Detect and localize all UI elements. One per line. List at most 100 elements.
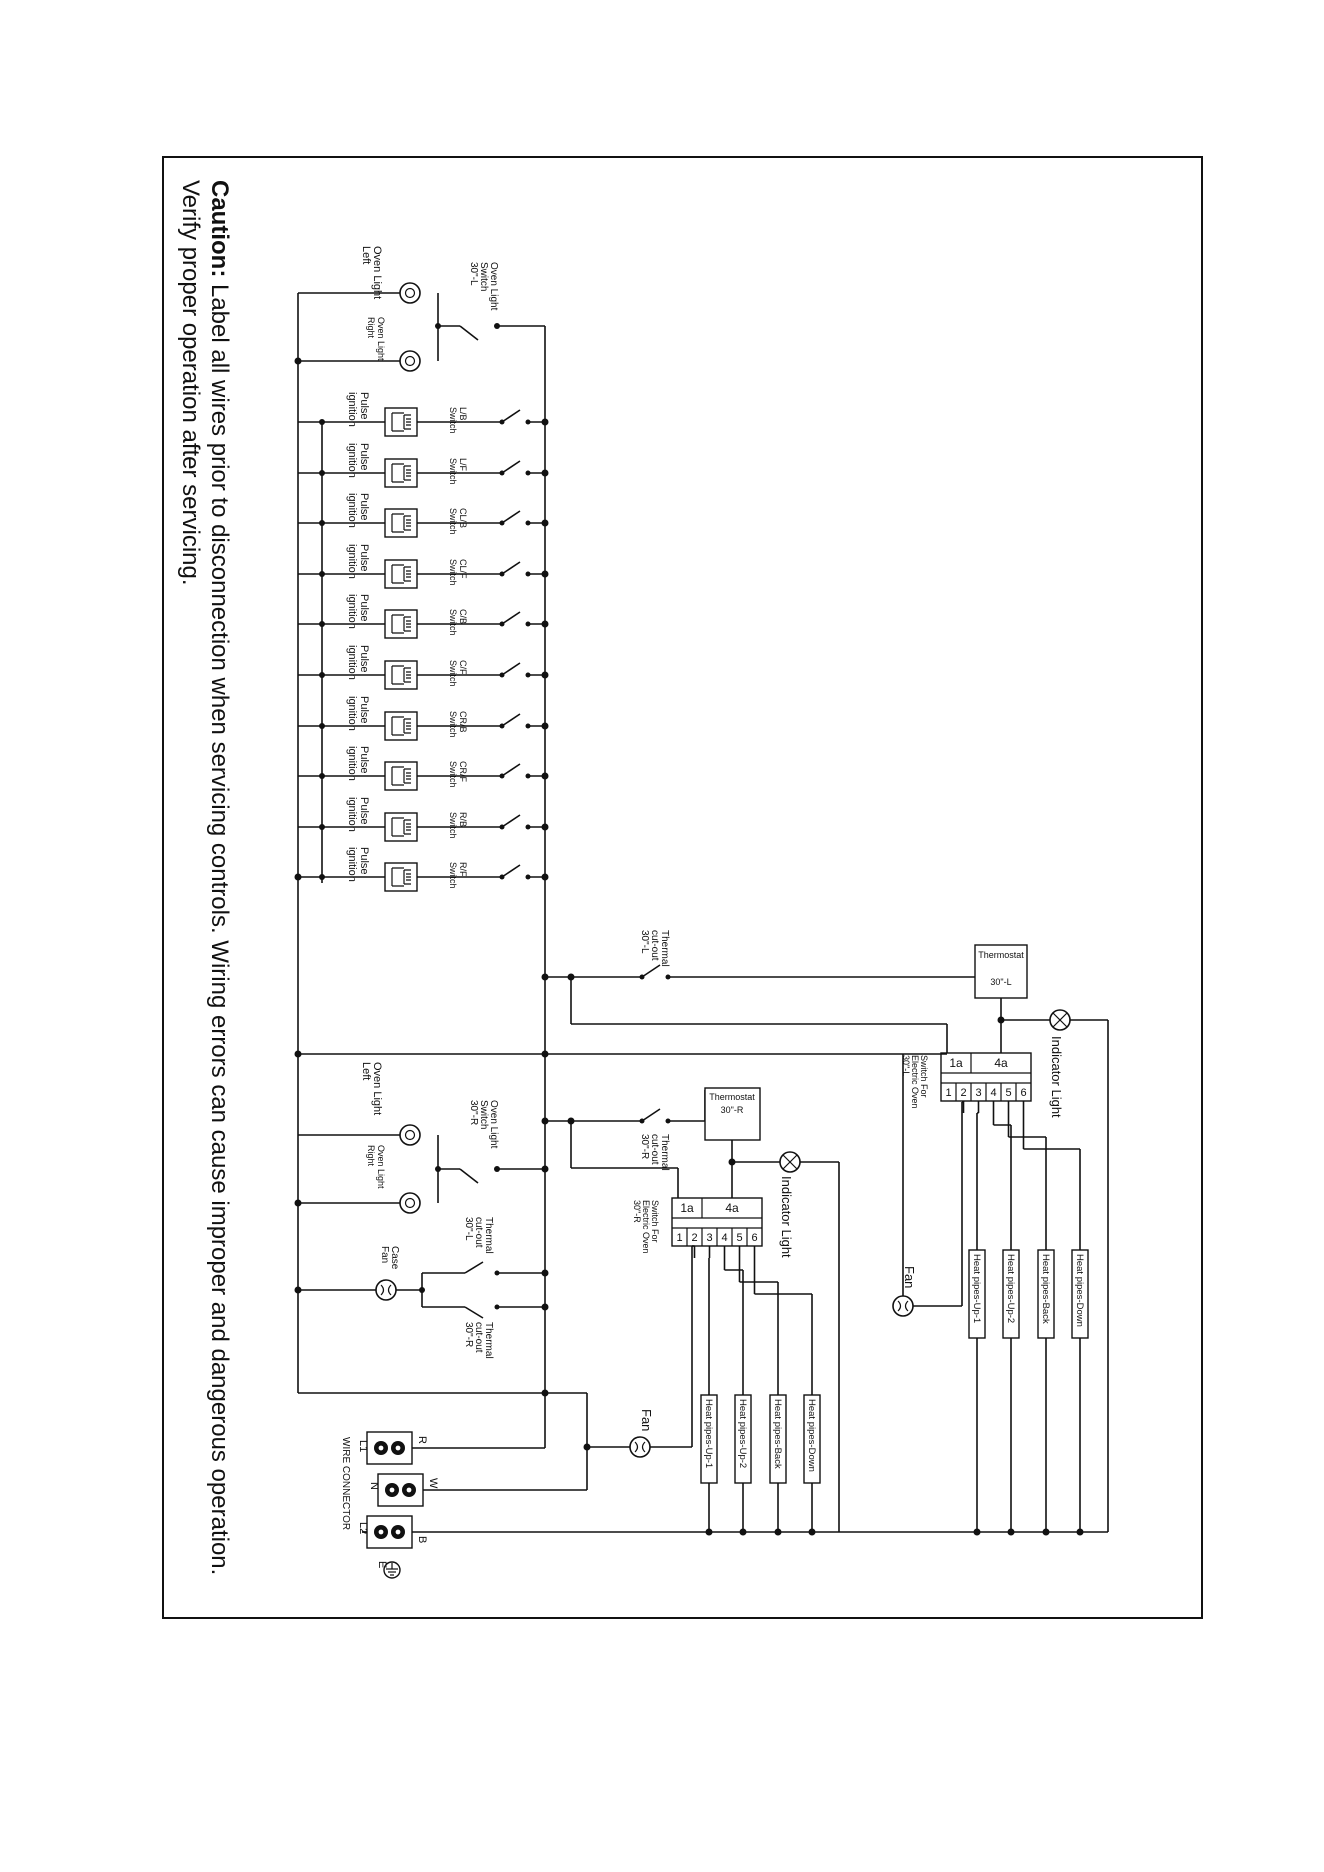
fan-icon (629, 1436, 651, 1458)
diagram-frame (162, 156, 1203, 1619)
pulse-ignition-module (384, 508, 418, 538)
svg-text:3: 3 (975, 1087, 981, 1099)
oven-light-30r: Oven LightLeft Oven LightRight Oven Ligh… (294, 1062, 549, 1214)
burner-row: Pulseignition CL/FSwitch (298, 544, 549, 589)
svg-text:6: 6 (1020, 1087, 1026, 1099)
pulse-ignition-module (384, 559, 418, 589)
svg-text:R: R (416, 1436, 428, 1444)
pulse-ignition-module (384, 407, 418, 437)
pulse-ignition-module (384, 609, 418, 639)
heat-pipe-label: Heat pipes-Down (806, 1399, 817, 1472)
lamp-icon (399, 350, 421, 372)
thermal-cutout-r-label: Thermalcut-out30"-R (463, 1322, 494, 1359)
svg-text:4a: 4a (994, 1056, 1008, 1070)
svg-text:2: 2 (691, 1232, 697, 1244)
pulse-ignition-label: Pulseignition (346, 797, 370, 832)
thermal-cutout-30r-label: Thermalcut-out30"-R (639, 1134, 670, 1171)
svg-text:5: 5 (1005, 1087, 1011, 1099)
svg-text:1a: 1a (949, 1056, 963, 1070)
lamp-icon (399, 1124, 421, 1146)
svg-text:5: 5 (736, 1232, 742, 1244)
pulse-ignition-label: Pulseignition (346, 392, 370, 427)
thermal-cutout-30l: Thermalcut-out30"-L Thermostat 30"-L (541, 930, 1050, 1053)
burner-switch-label: C/BSwitch (448, 609, 468, 636)
case-fan: CaseFan Thermalcut-out30"-L Thermalcut-o… (294, 1217, 549, 1359)
thermostat-30r (704, 1087, 761, 1141)
svg-text:4: 4 (990, 1087, 996, 1099)
heat-pipe-label: Heat pipes-Up-2 (737, 1399, 748, 1468)
burner-row: Pulseignition L/FSwitch (298, 443, 549, 488)
heat-pipe-label: Heat pipes-Up-1 (971, 1254, 982, 1323)
svg-text:Indicator Light: Indicator Light (1049, 1036, 1064, 1118)
oven-light-30l: Oven LightLeft Oven LightRight Oven Ligh… (294, 246, 545, 372)
thermal-cutout-30r: Thermostat 30"-R Thermalcut-out30"-R (541, 1087, 780, 1198)
pulse-ignition-module (384, 711, 418, 741)
pulse-ignition-label: Pulseignition (346, 493, 370, 528)
fan-icon (892, 1295, 914, 1317)
svg-text:Fan: Fan (902, 1266, 917, 1288)
burner-row: Pulseignition CL/BSwitch (298, 493, 549, 538)
indicator-light-30l: Indicator Light (1000, 1009, 1109, 1532)
heat-pipe-label: Heat pipes-Down (1074, 1254, 1085, 1327)
ground-icon (383, 1561, 401, 1579)
pulse-ignition-module (384, 862, 418, 892)
burner-switch-label: CL/BSwitch (448, 508, 468, 535)
oven-light-left-label: Oven LightLeft (360, 246, 383, 299)
caution-label: Caution: (206, 180, 233, 277)
oven-light-right-label-r: Oven LightRight (366, 1145, 386, 1189)
fan-icon (375, 1279, 397, 1301)
heat-pipe-label: Heat pipes-Up-1 (703, 1399, 714, 1468)
svg-text:1: 1 (945, 1087, 951, 1099)
caution-line1: Label all wires prior to disconnection w… (206, 277, 233, 1575)
svg-text:Indicator Light: Indicator Light (779, 1176, 794, 1258)
switch-for-electric-oven-label: Switch ForElectric Oven30"-L (901, 1055, 929, 1109)
fan-30l: Fan (294, 1050, 963, 1317)
oven-light-switch-label-r: Oven LightSwitch30"-R (468, 1100, 499, 1149)
svg-text:Thermostat: Thermostat (978, 950, 1024, 960)
oven-light-left-label-r: Oven LightLeft (360, 1062, 383, 1115)
svg-text:4: 4 (721, 1232, 727, 1244)
pulse-ignition-module (384, 458, 418, 488)
caution-text: Caution: Label all wires prior to discon… (206, 180, 233, 1575)
svg-text:2: 2 (960, 1087, 966, 1099)
lamp-icon (399, 282, 421, 304)
svg-text:6: 6 (751, 1232, 757, 1244)
svg-text:WIRE CONNECTOR: WIRE CONNECTOR (340, 1437, 351, 1530)
svg-text:Thermostat: Thermostat (709, 1092, 755, 1102)
burner-switch-label: R/BSwitch (448, 812, 468, 839)
burner-switch-label: R/FSwitch (448, 862, 468, 889)
burner-row: Pulseignition R/BSwitch (298, 797, 549, 842)
thermal-cutout-l-label: Thermalcut-out30"-L (463, 1217, 494, 1254)
pulse-ignition-label: Pulseignition (346, 544, 370, 579)
heat-pipe-label: Heat pipes-Back (772, 1399, 783, 1469)
svg-text:1a: 1a (680, 1201, 694, 1215)
pulse-ignition-label: Pulseignition (346, 443, 370, 478)
svg-text:1: 1 (676, 1232, 682, 1244)
caution-line2: Verify proper operation after servicing. (177, 180, 204, 586)
svg-text:3: 3 (706, 1232, 712, 1244)
pulse-ignition-module (384, 761, 418, 791)
thermostat-30l (974, 944, 1028, 999)
burner-switch-label: L/FSwitch (448, 458, 468, 485)
svg-text:W: W (427, 1478, 439, 1489)
case-fan-label: CaseFan (379, 1246, 400, 1270)
pulse-ignition-label: Pulseignition (346, 746, 370, 781)
pulse-ignition-module (384, 660, 418, 690)
heat-pipe-label: Heat pipes-Back (1040, 1254, 1051, 1324)
svg-text:E: E (376, 1561, 388, 1568)
wire-connector: L1 N L2 R W B WIRE CONNECTOR E (340, 1393, 587, 1579)
burner-switch-label: CL/FSwitch (448, 559, 468, 586)
svg-text:30"-L: 30"-L (990, 977, 1011, 987)
svg-text:B: B (416, 1536, 428, 1543)
svg-text:Fan: Fan (639, 1409, 654, 1431)
